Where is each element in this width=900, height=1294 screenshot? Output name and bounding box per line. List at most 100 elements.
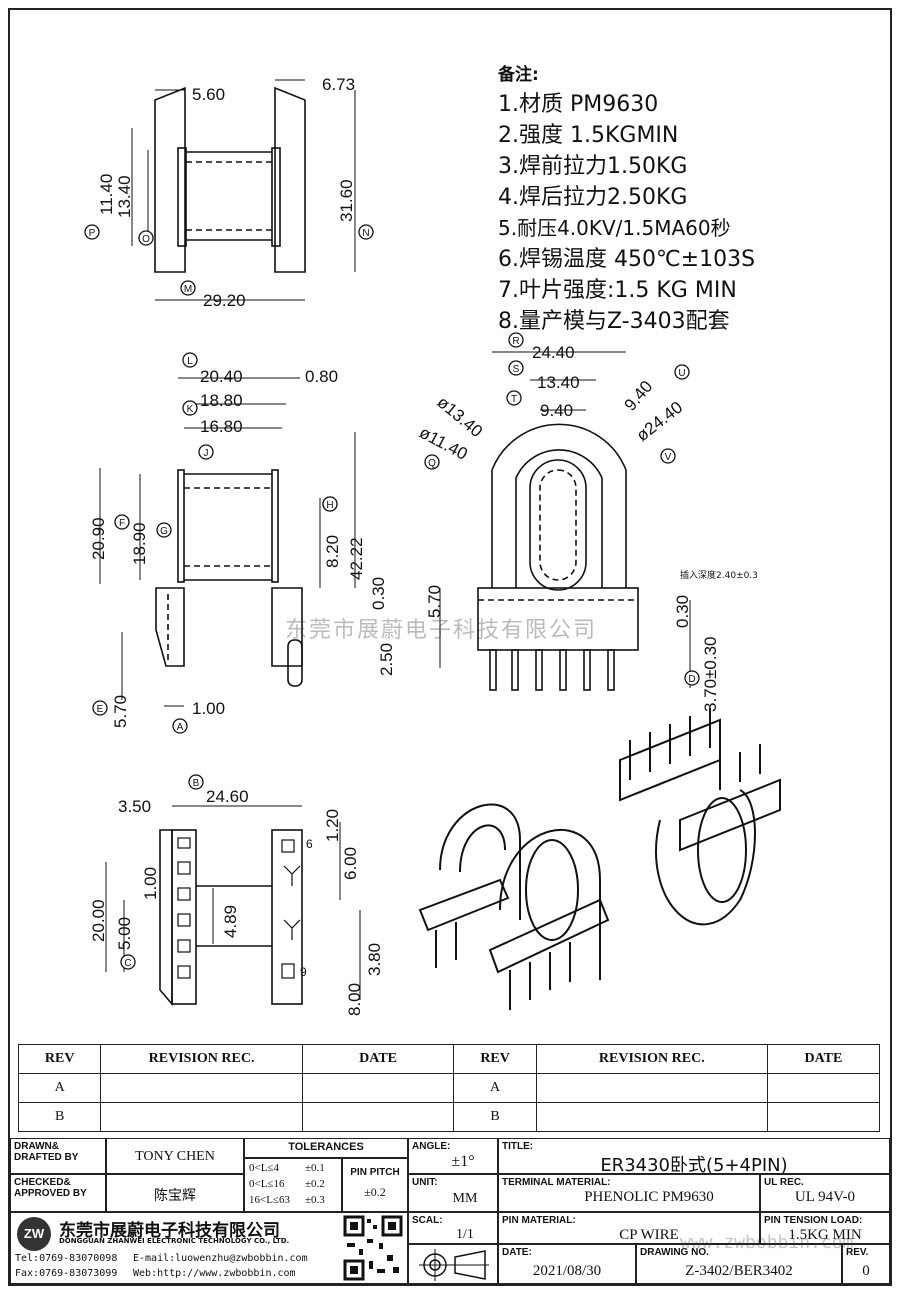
marker-t: T bbox=[511, 394, 517, 405]
marker-n: N bbox=[362, 228, 369, 239]
rev-cell: A bbox=[17, 1073, 102, 1103]
technical-drawing: 5.60 6.73 11.40 13.40 31.60 29.20 20.40 … bbox=[84, 75, 781, 1016]
marker-o: O bbox=[142, 234, 150, 245]
watermark-url: www.zwbobbin.com bbox=[680, 1232, 854, 1253]
dim-5-70-front: 5.70 bbox=[425, 585, 444, 618]
rev-label: REV. bbox=[846, 1247, 869, 1258]
rev-cell: A bbox=[453, 1073, 537, 1103]
dim-31-60: 31.60 bbox=[337, 179, 356, 222]
marker-e: E bbox=[97, 704, 104, 715]
dim-13-40: 13.40 bbox=[115, 175, 134, 218]
rev-header-2: REV bbox=[453, 1044, 537, 1074]
marker-c: C bbox=[124, 958, 131, 969]
dim-0-30: 0.30 bbox=[369, 577, 388, 610]
checked-value: 陈宝辉 bbox=[154, 1188, 196, 1204]
revision-row: A A bbox=[17, 1073, 881, 1103]
dim-20-00: 20.00 bbox=[89, 899, 108, 942]
angle-label: ANGLE: bbox=[412, 1141, 451, 1152]
rec-cell bbox=[535, 1102, 768, 1132]
checked-label-cell: CHECKED& APPROVED BY bbox=[10, 1174, 106, 1212]
checked-value-cell: 陈宝辉 bbox=[106, 1174, 244, 1212]
note-line-6: 6.焊锡温度 450℃±103S bbox=[498, 247, 756, 272]
scale-value: 1/1 bbox=[456, 1227, 474, 1242]
dim-3-80: 3.80 bbox=[365, 943, 384, 976]
marker-m: M bbox=[184, 284, 192, 295]
rec-cell bbox=[100, 1073, 303, 1103]
pin-material-label: PIN MATERIAL: bbox=[502, 1215, 576, 1226]
pin-tension-value: 1.5KG MIN bbox=[788, 1227, 862, 1243]
marker-circle-l bbox=[182, 352, 198, 368]
marker-a: A bbox=[177, 722, 184, 733]
pin-pitch-value: ±0.2 bbox=[364, 1185, 386, 1199]
rev-header: REV bbox=[17, 1044, 102, 1074]
dim-6-73: 6.73 bbox=[322, 75, 355, 94]
marker-circle-m bbox=[180, 280, 196, 296]
pin-number-6: 6 bbox=[306, 837, 313, 851]
marker-circle-c bbox=[120, 954, 136, 970]
marker-circle-o bbox=[138, 230, 154, 246]
drawing-no-value: Z-3402/BER3402 bbox=[685, 1263, 793, 1279]
angle-cell: ANGLE: ±1° bbox=[408, 1138, 498, 1174]
drawn-label: DRAWN& DRAFTED BY bbox=[14, 1141, 79, 1163]
marker-circle-q bbox=[424, 454, 440, 470]
marker-j: J bbox=[204, 448, 209, 459]
tolerance-rows: 0<L≤4 ±0.1 0<L≤16 ±0.2 16<L≤63 ±0.3 bbox=[244, 1158, 342, 1212]
pin-pitch-label: PIN PITCH bbox=[350, 1167, 400, 1178]
date-cell bbox=[301, 1102, 455, 1132]
scale-label: SCAL: bbox=[412, 1215, 443, 1226]
drawing-no-cell: DRAWING NO. Z-3402/BER3402 bbox=[636, 1244, 842, 1284]
dim-18-80: 18.80 bbox=[200, 391, 243, 410]
marker-circle-f bbox=[114, 514, 130, 530]
dim-9-40: 9.40 bbox=[540, 401, 573, 420]
drawn-value-cell: TONY CHEN bbox=[106, 1138, 244, 1174]
dim-1-00: 1.00 bbox=[192, 699, 225, 718]
marker-s: S bbox=[513, 364, 520, 375]
dim-18-90: 18.90 bbox=[130, 522, 149, 565]
tol-value-3: ±0.3 bbox=[305, 1194, 325, 1206]
company-fax: Fax:0769-83073099 bbox=[15, 1268, 118, 1279]
notes-block: 备注: 1.材质 PM9630 2.强度 1.5KGMIN 3.焊前拉力1.50… bbox=[498, 60, 788, 337]
date-cell bbox=[766, 1102, 881, 1132]
pin-tension-label: PIN TENSION LOAD: bbox=[764, 1215, 863, 1226]
pin-material-cell: PIN MATERIAL: CP WIRE bbox=[498, 1212, 760, 1244]
marker-circle-g bbox=[156, 522, 172, 538]
marker-circle-u bbox=[674, 364, 690, 380]
marker-h: H bbox=[326, 500, 333, 511]
title-value: ER3430卧式(5+4PIN) bbox=[600, 1155, 788, 1176]
rev-cell: REV. 0 bbox=[842, 1244, 890, 1284]
marker-circle-a bbox=[172, 718, 188, 734]
scale-cell: SCAL: 1/1 bbox=[408, 1212, 498, 1244]
note-line-7: 7.叶片强度:1.5 KG MIN bbox=[498, 278, 737, 303]
dim-20-40: 20.40 bbox=[200, 367, 243, 386]
rev-value: 0 bbox=[862, 1263, 870, 1279]
revision-rec-header-2: REVISION REC. bbox=[535, 1044, 768, 1074]
checked-label: CHECKED& APPROVED BY bbox=[14, 1177, 87, 1199]
revision-rec-header: REVISION REC. bbox=[100, 1044, 303, 1074]
title-cell: TITLE: ER3430卧式(5+4PIN) bbox=[498, 1138, 890, 1176]
marker-circle-s bbox=[508, 360, 524, 376]
unit-cell: UNIT: MM bbox=[408, 1174, 498, 1212]
company-logo: ZW bbox=[17, 1217, 51, 1251]
note-line-1: 1.材质 PM9630 bbox=[498, 92, 659, 117]
rev-cell: B bbox=[17, 1102, 102, 1132]
tol-range-1: 0<L≤4 bbox=[249, 1162, 279, 1174]
marker-circle-e bbox=[92, 700, 108, 716]
marker-f: F bbox=[119, 518, 125, 529]
marker-circle-h bbox=[322, 496, 338, 512]
dim-5-60: 5.60 bbox=[192, 85, 225, 104]
date-cell bbox=[766, 1073, 881, 1103]
title-block: DRAWN& DRAFTED BY TONY CHEN CHECKED& APP… bbox=[10, 1138, 890, 1284]
top-view-flange-right bbox=[274, 86, 306, 273]
revision-header-row: REV REVISION REC. DATE REV REVISION REC.… bbox=[17, 1044, 881, 1074]
rec-cell bbox=[535, 1073, 768, 1103]
notes-heading: 备注: bbox=[498, 65, 539, 85]
tol-value-1: ±0.1 bbox=[305, 1162, 325, 1174]
date-label: DATE: bbox=[502, 1247, 532, 1258]
marker-circle-p bbox=[84, 224, 100, 240]
date-cell: DATE: 2021/08/30 bbox=[498, 1244, 636, 1284]
company-web: Web:http://www.zwbobbin.com bbox=[133, 1268, 296, 1279]
marker-p: P bbox=[89, 228, 96, 239]
drawing-no-label: DRAWING NO. bbox=[640, 1247, 709, 1258]
unit-label: UNIT: bbox=[412, 1177, 438, 1188]
dim-8-00: 8.00 bbox=[345, 983, 364, 1016]
